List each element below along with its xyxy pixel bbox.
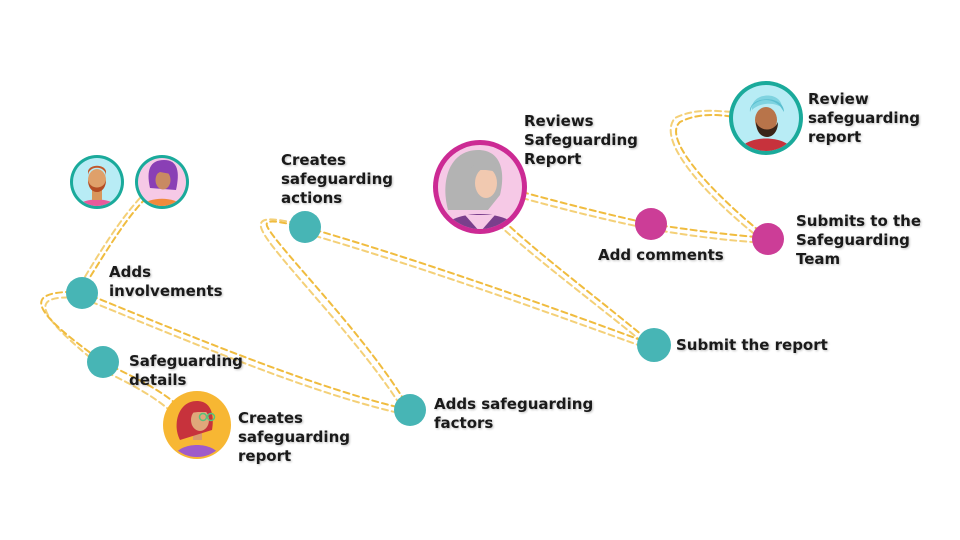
step-dot-submits-team xyxy=(752,223,784,255)
path-factors-to-actions xyxy=(267,221,410,410)
step-label-submit-report: Submit the report xyxy=(676,336,828,355)
path-submit-to-reviewer xyxy=(505,222,654,345)
step-label-creates-actions: Creates safeguarding actions xyxy=(281,151,393,208)
step-dot-adds-involvements xyxy=(66,277,98,309)
path-actions-to-submit xyxy=(305,227,654,345)
path-reviewer-to-comments xyxy=(522,192,651,224)
step-dot-adds-factors xyxy=(394,394,426,426)
step-label-submits-team: Submits to the Safeguarding Team xyxy=(796,212,921,269)
person-beard-avatar xyxy=(70,155,124,210)
step-dot-submit-report xyxy=(637,328,671,362)
step-label-reviews-report: Reviews Safeguarding Report xyxy=(524,112,638,169)
step-label-creates-report: Creates safeguarding report xyxy=(238,409,350,466)
step-dot-creates-actions xyxy=(289,211,321,243)
person-grey-hair-avatar xyxy=(433,140,527,234)
step-dot-safeguarding-details xyxy=(87,346,119,378)
step-dot-add-comments xyxy=(635,208,667,240)
step-label-adds-involvements: Adds involvements xyxy=(109,263,223,301)
step-dots xyxy=(66,208,784,426)
person-turban-avatar xyxy=(729,81,803,155)
step-label-adds-factors: Adds safeguarding factors xyxy=(434,395,593,433)
step-label-review-report: Review safeguarding report xyxy=(808,90,920,147)
step-label-add-comments: Add comments xyxy=(598,246,724,265)
step-label-safeguarding-details: Safeguarding details xyxy=(129,352,243,390)
person-glasses-avatar xyxy=(163,391,231,460)
